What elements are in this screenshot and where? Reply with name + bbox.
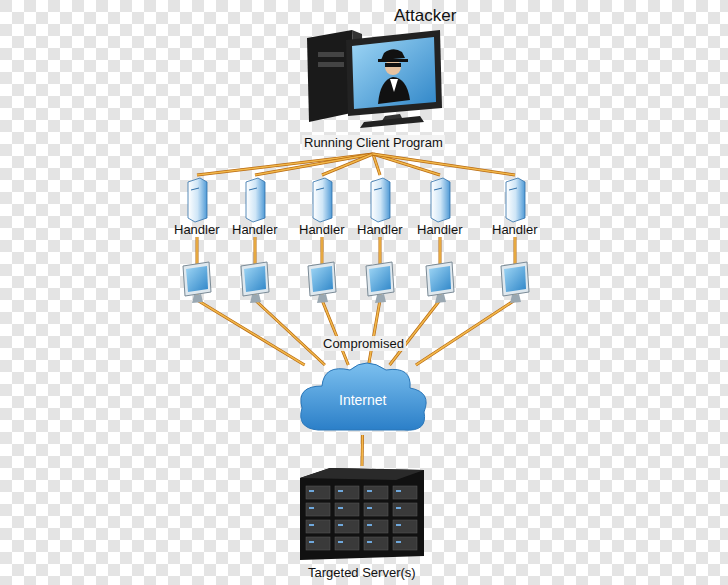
group-label: Compromised — [321, 336, 406, 351]
link-shadow — [197, 154, 373, 175]
link-line — [416, 237, 515, 365]
node-text: Handler — [232, 222, 278, 237]
link-shadow — [416, 237, 515, 365]
server-node: Targeted Server(s) — [292, 466, 432, 580]
handler-tower — [313, 178, 332, 222]
link-line — [197, 237, 305, 365]
attacker-node: AttackerRunning Client Program — [286, 4, 460, 154]
handler-node: Handler — [292, 175, 352, 237]
link-shadow — [197, 237, 305, 365]
handler-tower — [246, 178, 265, 222]
node-text: Handler — [174, 222, 220, 237]
compromised-monitor — [366, 262, 394, 303]
link-line — [255, 154, 373, 175]
compromised-monitor — [501, 262, 529, 303]
node-text: Internet — [339, 392, 386, 408]
link-line — [373, 154, 440, 175]
handler-tower — [506, 178, 525, 222]
link-line — [361, 435, 363, 466]
handler-node: Handler — [167, 175, 227, 237]
node-text: Handler — [492, 222, 538, 237]
compromised-monitor — [183, 262, 211, 303]
node-text: Handler — [299, 222, 345, 237]
link-line — [197, 154, 373, 175]
node-text: Handler — [357, 222, 403, 237]
link-shadow — [361, 435, 365, 466]
link-line — [322, 154, 373, 175]
compromised-monitor — [241, 262, 269, 303]
compromised-monitor — [426, 262, 454, 303]
node-text: Handler — [417, 222, 463, 237]
handler-node: Handler — [225, 175, 285, 237]
node-text: Attacker — [394, 6, 456, 26]
link-shadow — [255, 237, 325, 365]
handler-tower — [431, 178, 450, 222]
link-shadow — [322, 154, 373, 175]
attacker-computer — [307, 30, 442, 128]
handler-node: Handler — [410, 175, 470, 237]
link-shadow — [373, 154, 440, 175]
internet-cloud — [301, 363, 426, 430]
internet-node: Internet — [300, 365, 425, 435]
link-shadow — [255, 154, 373, 175]
handler-tower — [371, 178, 390, 222]
handler-tower — [188, 178, 207, 222]
link-shadow — [373, 154, 515, 175]
node-text: Targeted Server(s) — [308, 565, 416, 580]
server-rack — [300, 468, 424, 560]
node-text: Running Client Program — [302, 135, 445, 150]
handler-node: Handler — [350, 175, 410, 237]
link-line — [255, 237, 325, 365]
compromised-monitor — [308, 262, 336, 303]
handler-node: Handler — [485, 175, 545, 237]
link-line — [373, 154, 515, 175]
